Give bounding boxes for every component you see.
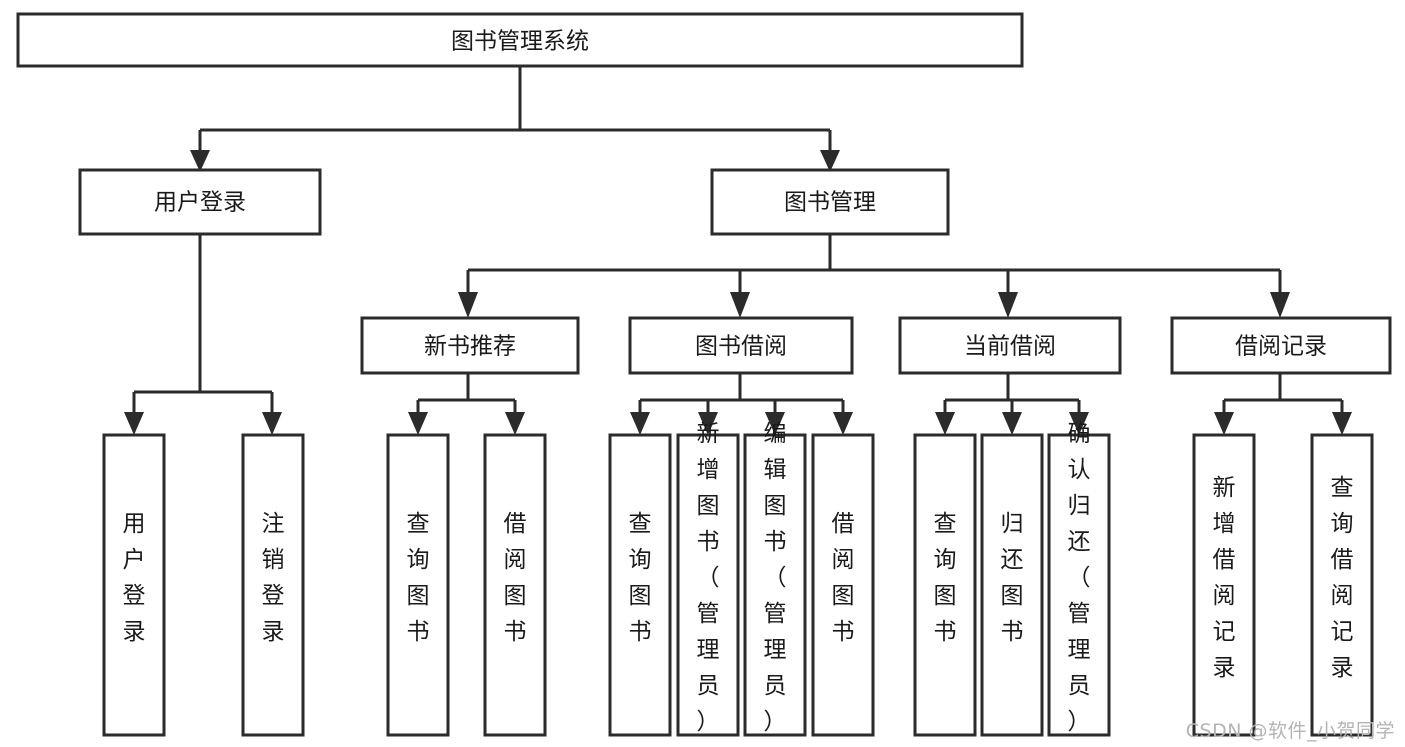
arrowhead-userlogin (190, 150, 210, 172)
node-leaf-user-login-box[interactable] (102, 433, 166, 737)
node-leaf-add-record[interactable]: 新增借阅记录 (1192, 433, 1256, 737)
arrowhead-book-borrow (730, 292, 750, 318)
arrowhead-leaf-query-record (1332, 412, 1352, 435)
arrowhead-leaf-add-book (698, 412, 718, 435)
node-leaf-return-book[interactable]: 归还图书 (980, 433, 1044, 737)
node-leaf-add-record-box[interactable] (1192, 433, 1256, 737)
node-leaf-query-book-1[interactable]: 查询图书 (386, 433, 450, 737)
node-user-login[interactable]: 用户登录 (78, 168, 322, 236)
node-root-box[interactable] (16, 12, 1024, 68)
node-leaf-confirm-return-box[interactable] (1047, 433, 1111, 737)
node-leaf-user-login[interactable]: 用户登录 (102, 433, 166, 737)
node-book-borrow-label: 图书借阅 (695, 334, 787, 360)
node-leaf-edit-book[interactable]: 编辑图书（管理员） (743, 421, 807, 737)
arrowhead-leaf-logout (262, 412, 282, 435)
node-leaf-borrow-book-2-label: 借阅图书 (832, 511, 855, 645)
node-leaf-add-book-label: 新增图书（管理员） (697, 421, 720, 735)
node-leaf-logout-box[interactable] (241, 433, 305, 737)
node-leaf-logout[interactable]: 注销登录 (241, 433, 305, 737)
arrowhead-leaf-query-book-1 (408, 412, 428, 435)
arrowhead-leaf-borrow-book-1 (505, 412, 525, 435)
node-leaf-add-book-box[interactable] (676, 433, 740, 737)
node-leaf-query-record-box[interactable] (1310, 433, 1374, 737)
node-leaf-query-book-3-box[interactable] (913, 433, 977, 737)
node-leaf-edit-book-label: 编辑图书（管理员） (764, 421, 787, 735)
node-book-manage-label: 图书管理 (784, 190, 876, 216)
node-root[interactable]: 图书管理系统 (16, 12, 1024, 68)
node-current-borrow[interactable]: 当前借阅 (898, 316, 1122, 375)
node-leaf-query-book-3[interactable]: 查询图书 (913, 433, 977, 737)
arrowhead-leaf-return-book (1002, 412, 1022, 435)
node-leaf-confirm-return-label: 确认归还（管理员） (1068, 421, 1091, 735)
arrowhead-leaf-query-book-2 (630, 412, 650, 435)
node-current-borrow-box[interactable] (898, 316, 1122, 375)
arrowhead-current-borrow (998, 292, 1018, 318)
node-leaf-borrow-book-1[interactable]: 借阅图书 (483, 433, 547, 737)
node-new-book-recommend[interactable]: 新书推荐 (360, 316, 580, 375)
node-leaf-query-book-1-box[interactable] (386, 433, 450, 737)
node-leaf-confirm-return[interactable]: 确认归还（管理员） (1047, 421, 1111, 737)
node-leaf-query-book-2-box[interactable] (608, 433, 672, 737)
arrowhead-leaf-query-book-3 (935, 412, 955, 435)
node-leaf-add-book[interactable]: 新增图书（管理员） (676, 421, 740, 737)
node-borrow-record-box[interactable] (1170, 316, 1392, 375)
node-borrow-record[interactable]: 借阅记录 (1170, 316, 1392, 375)
node-root-label: 图书管理系统 (451, 29, 589, 55)
node-current-borrow-label: 当前借阅 (964, 334, 1056, 360)
node-book-borrow-box[interactable] (628, 316, 854, 375)
node-leaf-edit-book-box[interactable] (743, 433, 807, 737)
node-leaf-add-record-label: 新增借阅记录 (1213, 475, 1236, 681)
node-leaf-query-record-label: 查询借阅记录 (1331, 475, 1354, 681)
node-new-book-recommend-label: 新书推荐 (424, 334, 516, 360)
arrowhead-leaf-edit-book (765, 412, 785, 435)
node-book-manage[interactable]: 图书管理 (710, 168, 950, 236)
node-leaf-logout-label: 注销登录 (262, 511, 285, 645)
node-leaf-borrow-book-2-box[interactable] (811, 433, 875, 737)
node-book-manage-box[interactable] (710, 168, 950, 236)
node-book-borrow[interactable]: 图书借阅 (628, 316, 854, 375)
node-borrow-record-label: 借阅记录 (1235, 334, 1327, 360)
node-leaf-query-book-1-label: 查询图书 (407, 511, 430, 645)
node-leaf-query-book-3-label: 查询图书 (934, 511, 957, 645)
arrowhead-borrow-record (1270, 292, 1290, 318)
node-leaf-return-book-label: 归还图书 (1001, 511, 1024, 645)
arrowhead-leaf-confirm-return (1069, 412, 1089, 435)
node-new-book-recommend-box[interactable] (360, 316, 580, 375)
arrowhead-leaf-user-login (124, 412, 144, 435)
node-leaf-borrow-book-1-label: 借阅图书 (504, 511, 527, 645)
arrowhead-new-book-recommend (458, 292, 478, 318)
node-user-login-label: 用户登录 (154, 190, 246, 216)
arrowhead-leaf-borrow-book-2 (833, 412, 853, 435)
arrowhead-bookmanage (820, 150, 840, 172)
node-leaf-query-book-2-label: 查询图书 (629, 511, 652, 645)
arrowhead-leaf-add-record (1214, 412, 1234, 435)
node-leaf-user-login-label: 用户登录 (123, 511, 146, 645)
connector-group (124, 66, 1352, 435)
node-user-login-box[interactable] (78, 168, 322, 236)
node-leaf-query-record[interactable]: 查询借阅记录 (1310, 433, 1374, 737)
node-leaf-borrow-book-2[interactable]: 借阅图书 (811, 433, 875, 737)
node-leaf-return-book-box[interactable] (980, 433, 1044, 737)
csdn-watermark: CSDN @软件_小贺同学 (1185, 720, 1395, 742)
node-leaf-borrow-book-1-box[interactable] (483, 433, 547, 737)
node-leaf-query-book-2[interactable]: 查询图书 (608, 433, 672, 737)
